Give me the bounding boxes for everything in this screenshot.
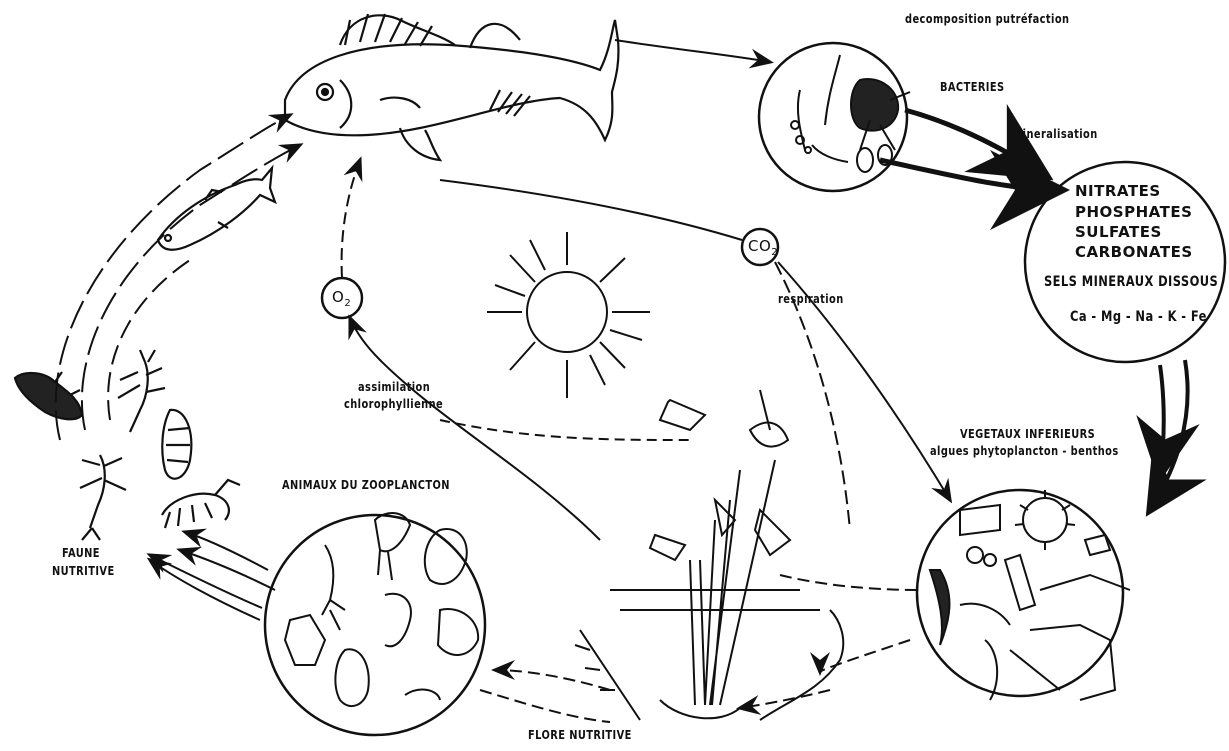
water-beetle-icon	[15, 372, 82, 419]
algae-drawings	[930, 490, 1130, 700]
zooplankton-label: ANIMAUX DU ZOOPLANCTON	[282, 478, 450, 492]
arrow-o2-to-fish	[342, 160, 360, 278]
line-zoo-to-flore	[480, 690, 610, 722]
arrow-mineralisation-upper	[905, 110, 1045, 175]
line-plant-to-algae	[780, 575, 920, 590]
large-fish-icon	[285, 14, 618, 160]
phosphates-label: PHOSPHATES	[1075, 203, 1192, 221]
flore-nutritive-label: FLORE NUTRITIVE	[528, 728, 632, 742]
zooplankton-circle	[265, 515, 485, 735]
arrow-flore-to-zoo	[495, 670, 610, 690]
bacteria-label: BACTERIES	[940, 80, 1005, 94]
arrow-faune-to-fish-inner	[82, 145, 300, 430]
small-fish-icon	[158, 168, 275, 250]
nymph-icon	[80, 455, 126, 540]
arrow-minerals-to-algae-right2	[1150, 360, 1188, 510]
mineralisation-label: mineralisation	[1012, 127, 1098, 141]
nitrates-label: NITRATES	[1075, 182, 1161, 200]
assimilation-label-line1: assimilation	[358, 380, 430, 394]
co2-text: CO2	[748, 237, 778, 258]
carbonates-label: CARBONATES	[1075, 243, 1193, 261]
sulfates-label: SULFATES	[1075, 223, 1162, 241]
lower-plants-label: VEGETAUX INFERIEURS	[960, 427, 1095, 441]
sun-icon	[487, 232, 650, 398]
line-assimilation	[440, 420, 690, 440]
algae-types-label: algues phytoplancton - benthos	[930, 444, 1119, 458]
freshwater-shrimp-icon	[162, 480, 240, 528]
faune-label-line2: NUTRITIVE	[52, 564, 115, 578]
respiration-label: respiration	[778, 292, 844, 306]
arrow-zoo-to-faune-4	[150, 560, 260, 620]
arrow-zoo-to-faune-3	[150, 555, 262, 608]
larva-icon	[162, 410, 191, 479]
mayfly-larva-icon	[118, 350, 165, 432]
o2-text: O2	[332, 288, 351, 309]
arrow-fish-to-bacteria	[615, 40, 770, 62]
dissolved-minerals-label: SELS MINERAUX DISSOUS	[1044, 274, 1218, 290]
ions-label: Ca - Mg - Na - K - Fe	[1070, 309, 1207, 325]
arrow-zoo-to-faune-1	[185, 532, 268, 570]
arrow-faune-to-fish-outer	[56, 115, 290, 440]
decomposition-label: decomposition putréfaction	[905, 12, 1069, 26]
arrow-mineralisation-lower	[880, 160, 1060, 190]
arrow-zoo-to-faune-2	[180, 550, 275, 590]
zooplankton-drawings	[285, 513, 478, 706]
assimilation-label-line2: chlorophyllienne	[344, 397, 443, 411]
faune-label-line1: FAUNE	[62, 546, 100, 560]
line-fish-to-co2	[440, 180, 742, 240]
arrow-minerals-to-algae-right	[1160, 365, 1164, 475]
